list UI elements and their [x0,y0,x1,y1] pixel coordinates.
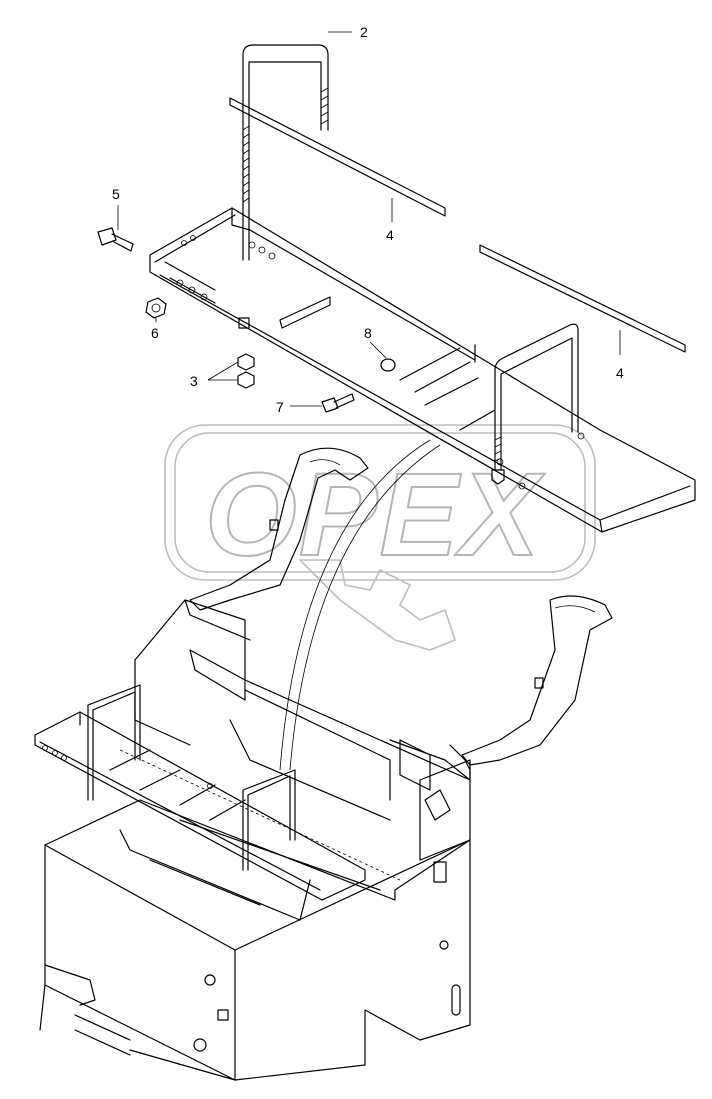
u-bolt-right-threads [494,436,502,462]
callout-4-left: 4 [386,227,394,243]
watermark-text: OPEX [205,449,545,581]
bolt-hex-head [97,227,117,246]
callout-6: 6 [151,325,159,341]
nut-pair [237,353,255,389]
watermark-frame-inner [174,432,586,573]
bolt-small [321,393,355,413]
installed-channel [34,711,366,901]
nut-right [491,469,505,485]
callout-2: 2 [360,24,368,40]
body-side-rails [134,659,391,821]
callout-4-right: 4 [616,365,624,381]
fastener-1 [204,974,216,986]
channel-hole-row-1 [164,261,216,304]
body-front-panel [234,839,471,1081]
channel-frame-top-rail [231,207,476,363]
body-left-side [39,844,236,1081]
body-dashed-lines [119,749,401,881]
callout-5: 5 [112,186,120,202]
lower-grille [44,964,131,1056]
installed-u-bolt-left [87,684,141,801]
installed-u-bolt-right [242,769,296,871]
installed-frame-assembly [34,684,366,901]
callout-8: 8 [364,325,372,341]
installed-holes [42,745,213,789]
fastener-2 [217,1009,229,1021]
fastener-3 [193,1038,207,1052]
u-bolt [242,44,329,261]
hex-nut [145,297,167,319]
strip-pad-right [479,244,686,353]
body-side-opening [189,649,431,791]
washer [380,358,396,372]
watermark-frame-outer [164,424,596,581]
u-bolt-right [494,323,579,471]
callout-labels: 2 4 4 5 6 8 3 7 [112,24,624,415]
body-top-outline [134,599,471,781]
body-inner-ridge [119,819,381,921]
callout-7: 7 [276,399,284,415]
arm-lug-left [269,519,279,531]
side-long-slot [451,984,461,1016]
channel-crossmembers [279,296,496,431]
watermark-gear-icon [298,559,456,651]
strip-pad-left [229,97,446,217]
assembly-connector-curves [279,439,441,771]
side-slot [433,861,447,883]
channel-holes [176,235,585,490]
side-hole [439,940,449,950]
body-top-deck [44,799,471,901]
upper-frame-assembly [97,44,696,533]
installed-crossbars [109,749,246,821]
u-bolt-threads [242,87,329,203]
leader-lines [117,31,621,407]
callout-3: 3 [190,373,198,389]
watermark-logo: OPEX [164,424,596,651]
bolt-shank [111,233,134,252]
washer-square [238,317,250,329]
loader-arm-left [189,447,369,611]
channel-frame-main [149,207,696,533]
side-plate-right [419,759,471,861]
loader-arm-right [461,595,613,766]
arm-lug-right [534,677,544,689]
